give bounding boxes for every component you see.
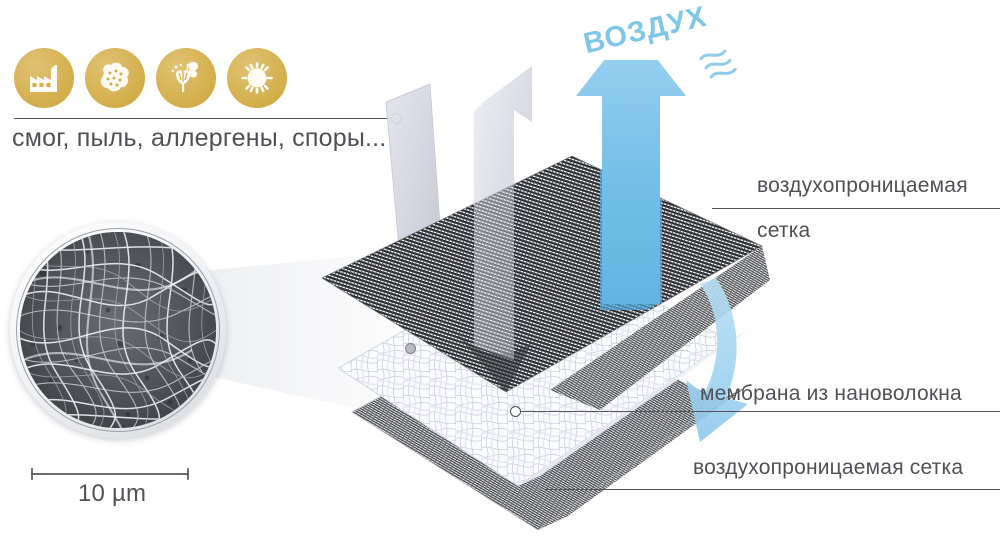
membrane-layer-stack: [321, 60, 770, 530]
scale-bar-label: 10 µm: [78, 480, 147, 507]
mesh-top-leader-line: [712, 208, 1000, 209]
pollutant-caption: смог, пыль, аллергены, споры...: [12, 124, 387, 152]
membrane-label: мембрана из нановолокна: [700, 382, 962, 405]
dust-particle-icon: [85, 48, 145, 108]
air-through-arrow: [576, 60, 686, 310]
spore-virus-icon: [227, 48, 287, 108]
pollutant-deflected-arrow-front: [474, 66, 532, 360]
air-label: ВОЗДУХ: [580, 0, 710, 61]
air-waves-icon: [696, 41, 750, 89]
mesh-top-label-line1: воздухопроницаемая: [757, 174, 968, 197]
sem-ring-inner: [16, 228, 220, 432]
factory-icon: [14, 48, 74, 108]
membrane-leader-line: [520, 411, 1000, 412]
mesh-bottom-label: воздухопроницаемая сетка: [693, 456, 964, 479]
air-down-arrow: [686, 278, 748, 442]
mesh-top-label-line2: сетка: [757, 219, 811, 242]
membrane-surface-dot: [405, 343, 416, 354]
mesh-bottom-leader-line: [545, 489, 1000, 490]
nanofiber-sem-image: [10, 222, 226, 438]
pollutant-icon-row: [14, 48, 287, 108]
sem-fiber-field: [20, 232, 216, 428]
scale-bar: [31, 468, 189, 480]
pollutant-leader-line: [14, 118, 392, 119]
pollen-flower-icon: [156, 48, 216, 108]
